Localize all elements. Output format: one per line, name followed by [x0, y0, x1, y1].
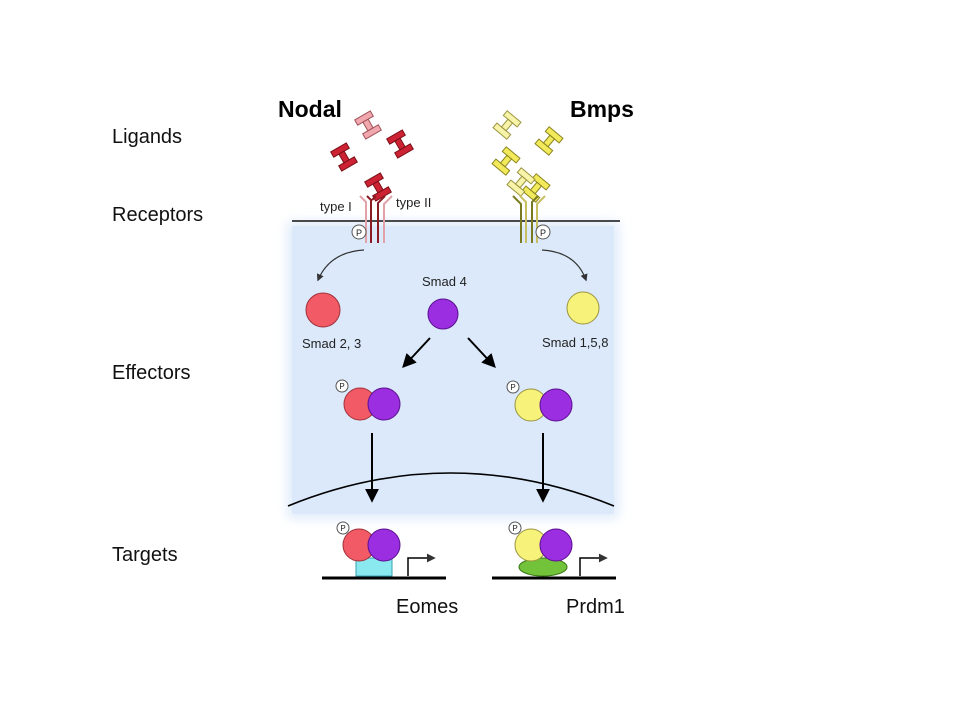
svg-text:P: P [340, 524, 345, 533]
bmp-ligands [491, 110, 564, 203]
row-label-effectors: Effectors [112, 362, 191, 384]
phospho-nodal-receptor: P [351, 224, 367, 240]
gene-eomes: Eomes [396, 596, 459, 618]
smad158-circle [566, 291, 600, 325]
svg-text:P: P [339, 382, 344, 391]
svg-text:P: P [540, 228, 546, 238]
svg-text:P: P [512, 524, 517, 533]
svg-text:P: P [510, 383, 515, 392]
row-label-targets: Targets [112, 544, 178, 566]
title-nodal: Nodal [278, 96, 342, 122]
target-prdm1-complex: P [492, 521, 616, 580]
complex-nodal-cytoplasm: P [335, 379, 401, 421]
label-smad23: Smad 2, 3 [302, 336, 362, 351]
phospho-bmp-receptor: P [535, 224, 551, 240]
arrow-nodal-to-smad23 [316, 249, 365, 282]
label-type1: type I [320, 199, 352, 214]
smad4-circle [427, 298, 459, 330]
svg-text:P: P [356, 228, 362, 238]
row-label-ligands: Ligands [112, 126, 183, 148]
label-smad158: Smad 1,5,8 [542, 335, 609, 350]
nuclear-envelope [287, 472, 615, 507]
title-bmps: Bmps [570, 96, 634, 122]
nodal-receptor [359, 195, 393, 243]
nodal-ligands [330, 110, 414, 202]
gene-prdm1: Prdm1 [566, 596, 625, 618]
arrow-smad4-left [402, 337, 431, 369]
complex-bmp-cytoplasm: P [506, 380, 573, 422]
label-smad4: Smad 4 [422, 274, 467, 289]
smad23-circle [305, 292, 341, 328]
row-label-receptors: Receptors [112, 204, 204, 226]
label-type2: type II [396, 195, 432, 210]
arrow-bmp-to-smad158 [541, 249, 588, 282]
arrow-smad4-right [467, 337, 496, 369]
target-eomes-complex: P [322, 521, 446, 580]
